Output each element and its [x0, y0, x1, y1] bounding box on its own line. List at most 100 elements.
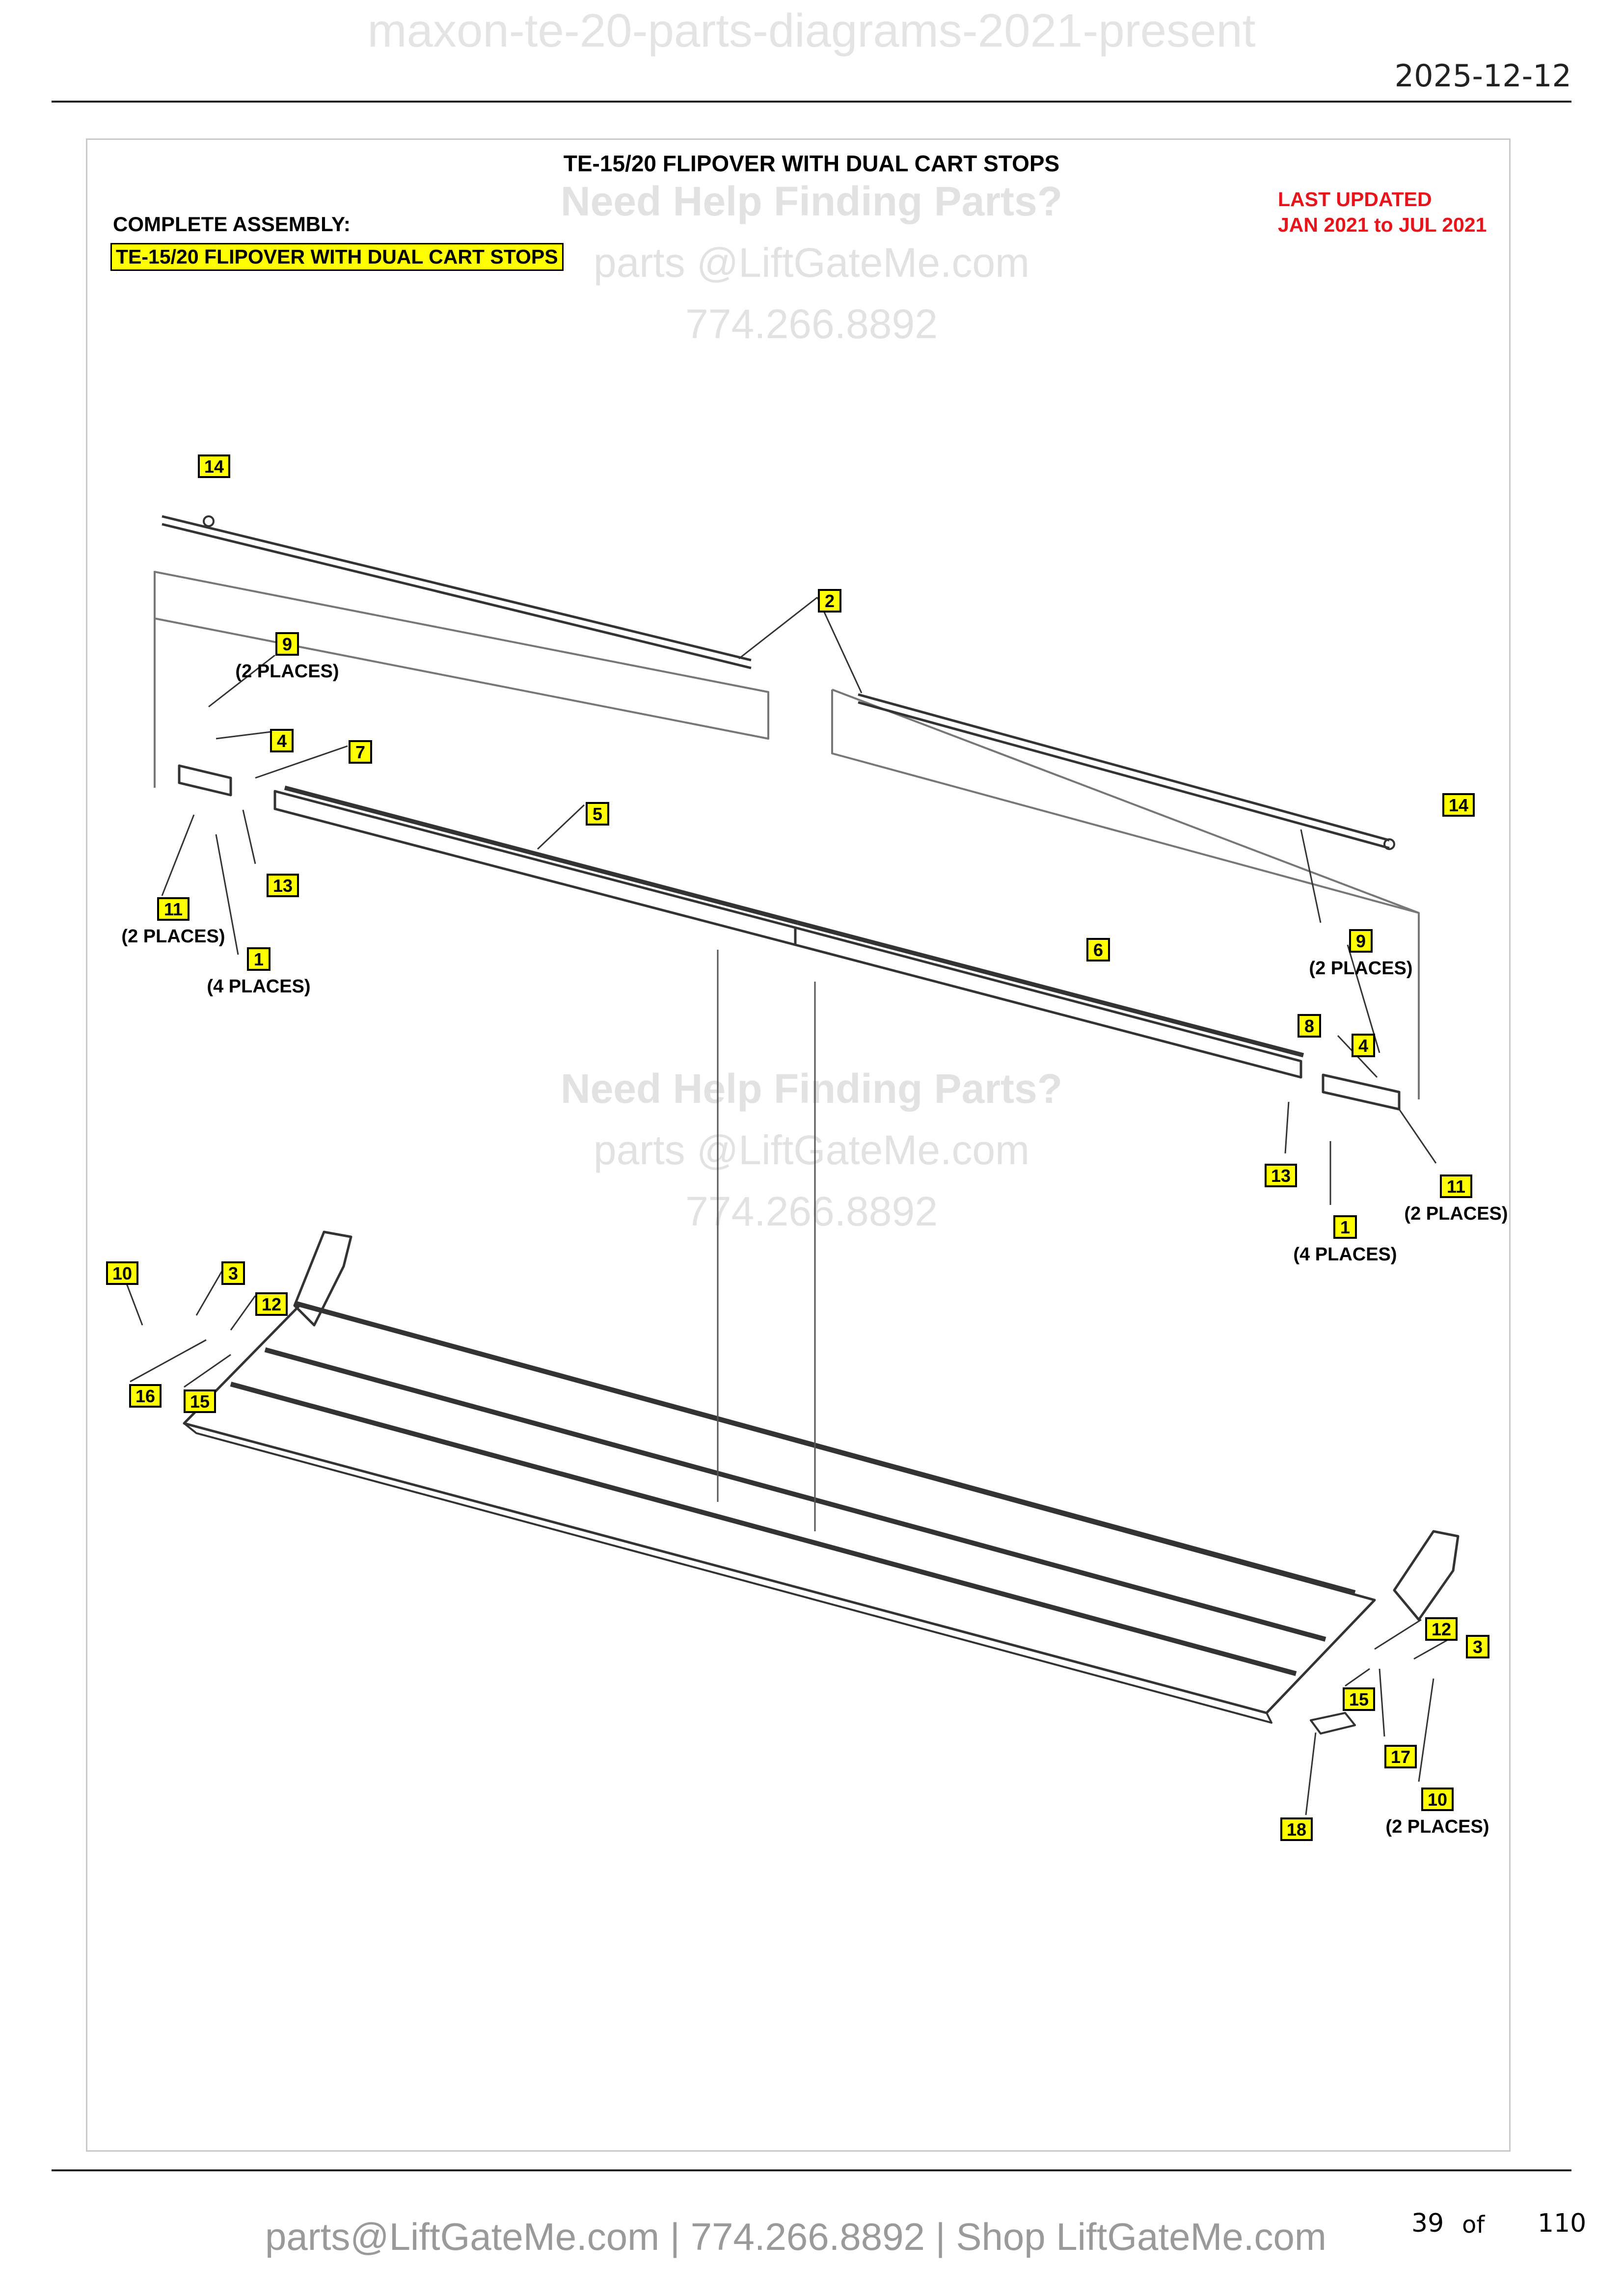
callout-8[interactable]: 8	[1298, 1014, 1321, 1038]
callout-box	[1421, 1788, 1454, 1811]
callout-12[interactable]: 12	[255, 1292, 288, 1316]
callout-14[interactable]: 14	[198, 454, 230, 478]
callout-6[interactable]: 6	[1086, 938, 1110, 961]
panel-5	[273, 790, 797, 946]
callout-10[interactable]: 10 (2 PLACES)	[1385, 1788, 1489, 1837]
callout-box	[129, 1384, 162, 1408]
callout-5[interactable]: 5	[586, 802, 609, 826]
header-rule	[52, 101, 1571, 103]
callout-1[interactable]: 1(4 PLACES)	[1293, 1215, 1397, 1265]
callout-number: 11	[164, 899, 183, 919]
callout-box	[255, 1292, 288, 1316]
callout-box	[275, 632, 299, 656]
watermark-email: parts @LiftGateMe.com	[593, 240, 1030, 286]
callout-11[interactable]: 11 (2 PLACES)	[1404, 1175, 1508, 1224]
callout-number: 10	[1428, 1789, 1447, 1810]
callout-box	[270, 729, 294, 752]
callout-13[interactable]: 13	[1265, 1164, 1297, 1187]
callout-4[interactable]: 4	[270, 729, 294, 752]
callout-number: 11	[1447, 1176, 1465, 1197]
last-updated-range: JAN 2021 to JUL 2021	[1278, 214, 1487, 236]
callout-17[interactable]: 17	[1384, 1745, 1417, 1768]
callout-number: 4	[1358, 1036, 1368, 1056]
assembly-label: COMPLETE ASSEMBLY:	[113, 213, 351, 236]
callout-15[interactable]: 15	[184, 1389, 216, 1413]
callout-box	[818, 589, 841, 613]
callout-box	[1349, 929, 1373, 953]
callout-13[interactable]: 13	[267, 874, 299, 897]
callout-quantity: (2 PLACES)	[121, 926, 225, 947]
rod-end-left	[203, 515, 215, 527]
callout-box	[1466, 1635, 1489, 1658]
callout-number: 17	[1391, 1747, 1410, 1767]
assembly-name[interactable]: TE-15/20 FLIPOVER WITH DUAL CART STOPS	[110, 243, 564, 271]
footer-contact[interactable]: parts@LiftGateMe.com | 774.266.8892 | Sh…	[265, 2215, 1326, 2258]
watermark-heading: Need Help Finding Parts?	[560, 178, 1063, 224]
callout-quantity: (2 PLACES)	[1404, 1203, 1508, 1224]
callout-quantity: (2 PLACES)	[1385, 1816, 1489, 1837]
callout-18[interactable]: 18	[1280, 1817, 1313, 1841]
callout-number: 10	[112, 1263, 132, 1283]
last-updated: LAST UPDATED JAN 2021 to JUL 2021	[1278, 187, 1487, 238]
date: 2025-12-12	[1394, 58, 1571, 94]
bracket-left	[293, 1230, 352, 1327]
last-updated-label: LAST UPDATED	[1278, 188, 1432, 211]
hinge-right	[1322, 1073, 1401, 1111]
callout-number: 12	[1432, 1619, 1451, 1639]
callout-number: 3	[228, 1263, 238, 1283]
callout-number: 1	[1340, 1217, 1350, 1237]
callout-15[interactable]: 15	[1343, 1687, 1375, 1711]
callout-7[interactable]: 7	[349, 740, 372, 764]
callout-1[interactable]: 1(4 PLACES)	[207, 947, 311, 997]
callout-box	[1265, 1164, 1297, 1187]
watermark-top: maxon-te-20-parts-diagrams-2021-present	[367, 4, 1256, 57]
callout-number: 1	[254, 949, 264, 969]
callout-10[interactable]: 10	[106, 1261, 138, 1285]
pad-18	[1310, 1712, 1356, 1735]
page-number: 39	[1411, 2209, 1444, 2238]
bracket-right	[1393, 1530, 1460, 1621]
callout-box	[157, 897, 189, 921]
leader-lines	[123, 596, 1454, 1815]
callout-number: 6	[1093, 940, 1103, 960]
watermark-email: parts @LiftGateMe.com	[593, 1127, 1030, 1173]
callout-box	[221, 1261, 245, 1285]
sheet-title: TE-15/20 FLIPOVER WITH DUAL CART STOPS	[563, 151, 1060, 176]
callout-3[interactable]: 3	[1466, 1635, 1489, 1658]
callout-box	[1425, 1617, 1458, 1641]
callout-box	[1384, 1745, 1417, 1768]
callout-number: 9	[1356, 931, 1366, 951]
platform-stripe-3	[230, 1382, 1297, 1676]
rod-right	[858, 693, 1390, 850]
callout-number: 13	[273, 876, 293, 896]
callout-3[interactable]: 3	[221, 1261, 245, 1285]
callout-box	[1440, 1175, 1472, 1198]
callout-box	[1086, 938, 1110, 961]
callout-11[interactable]: 11 (2 PLACES)	[121, 897, 225, 947]
diagram-frame	[86, 138, 1511, 2152]
callout-quantity: (2 PLACES)	[235, 661, 339, 682]
callout-4[interactable]: 4	[1352, 1034, 1375, 1057]
watermark-phone: 774.266.8892	[685, 301, 938, 347]
top-rod	[162, 515, 752, 669]
platform-stripe-2	[264, 1347, 1326, 1642]
callout-box	[349, 740, 372, 764]
callout-number: 13	[1271, 1166, 1291, 1186]
callout-number: 15	[190, 1391, 210, 1412]
callout-9[interactable]: 9 (2 PLACES)	[235, 632, 339, 682]
callout-box	[184, 1389, 216, 1413]
right-plane	[831, 689, 1420, 1099]
callout-number: 9	[282, 634, 292, 654]
callout-2[interactable]: 2	[818, 589, 841, 613]
page-total: 110	[1538, 2209, 1587, 2238]
callout-number: 2	[825, 591, 835, 611]
callout-14[interactable]: 14	[1442, 793, 1475, 817]
callout-16[interactable]: 16	[129, 1384, 162, 1408]
callout-9[interactable]: 9(2 PLACES)	[1309, 929, 1413, 979]
platform	[183, 1304, 1376, 1714]
callout-number: 3	[1473, 1637, 1483, 1657]
callout-box	[1298, 1014, 1321, 1038]
callout-12[interactable]: 12	[1425, 1617, 1458, 1641]
callout-box	[267, 874, 299, 897]
callout-number: 5	[593, 804, 602, 824]
